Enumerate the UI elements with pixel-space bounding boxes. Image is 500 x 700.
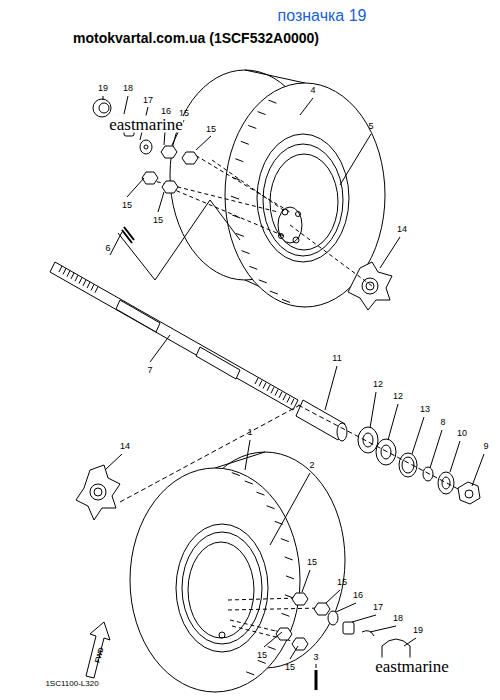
- callout-number: 12: [373, 380, 383, 389]
- callout-number: 17: [143, 96, 153, 105]
- callout-number: 14: [397, 225, 407, 234]
- callout-number: 15: [307, 558, 317, 567]
- callout-number: 3: [313, 653, 318, 662]
- rear-tire-lower: [130, 452, 345, 692]
- callout-number: 17: [373, 603, 383, 612]
- callout-number: 19: [98, 84, 108, 93]
- page-title: позначка 19: [278, 8, 367, 24]
- callout-number: 6: [105, 244, 110, 253]
- callout-number: 18: [123, 84, 133, 93]
- callout-number: 18: [393, 614, 403, 623]
- callout-number: 16: [353, 591, 363, 600]
- callout-number: 1: [247, 428, 252, 437]
- callout-number: 13: [420, 405, 430, 414]
- callout-number: 15: [122, 201, 132, 210]
- callout-number: 19: [413, 626, 423, 635]
- callout-number: 5: [368, 122, 373, 131]
- callout-number: 11: [332, 354, 341, 363]
- watermark: eastmarine: [375, 658, 449, 675]
- drawing-code: 1SC1100-L320: [45, 680, 98, 688]
- callout-number: 15: [285, 663, 295, 672]
- callout-number: 8: [440, 418, 445, 427]
- callout-number: 15: [153, 216, 163, 225]
- source-caption: motokvartal.com.ua (1SCF532A0000): [73, 31, 319, 45]
- callout-number: 16: [161, 107, 171, 116]
- callout-number: 2: [309, 461, 314, 470]
- callout-number: 15: [206, 125, 216, 134]
- callout-number: 9: [483, 442, 488, 451]
- callout-number: 12: [393, 392, 403, 401]
- callout-number: 15: [257, 651, 267, 660]
- watermark: eastmarine: [109, 116, 183, 133]
- callout-number: 10: [457, 429, 467, 438]
- callout-number: 7: [147, 366, 152, 375]
- callout-number: 4: [310, 86, 315, 95]
- callout-number: 15: [337, 578, 347, 587]
- callout-number: 14: [120, 442, 130, 451]
